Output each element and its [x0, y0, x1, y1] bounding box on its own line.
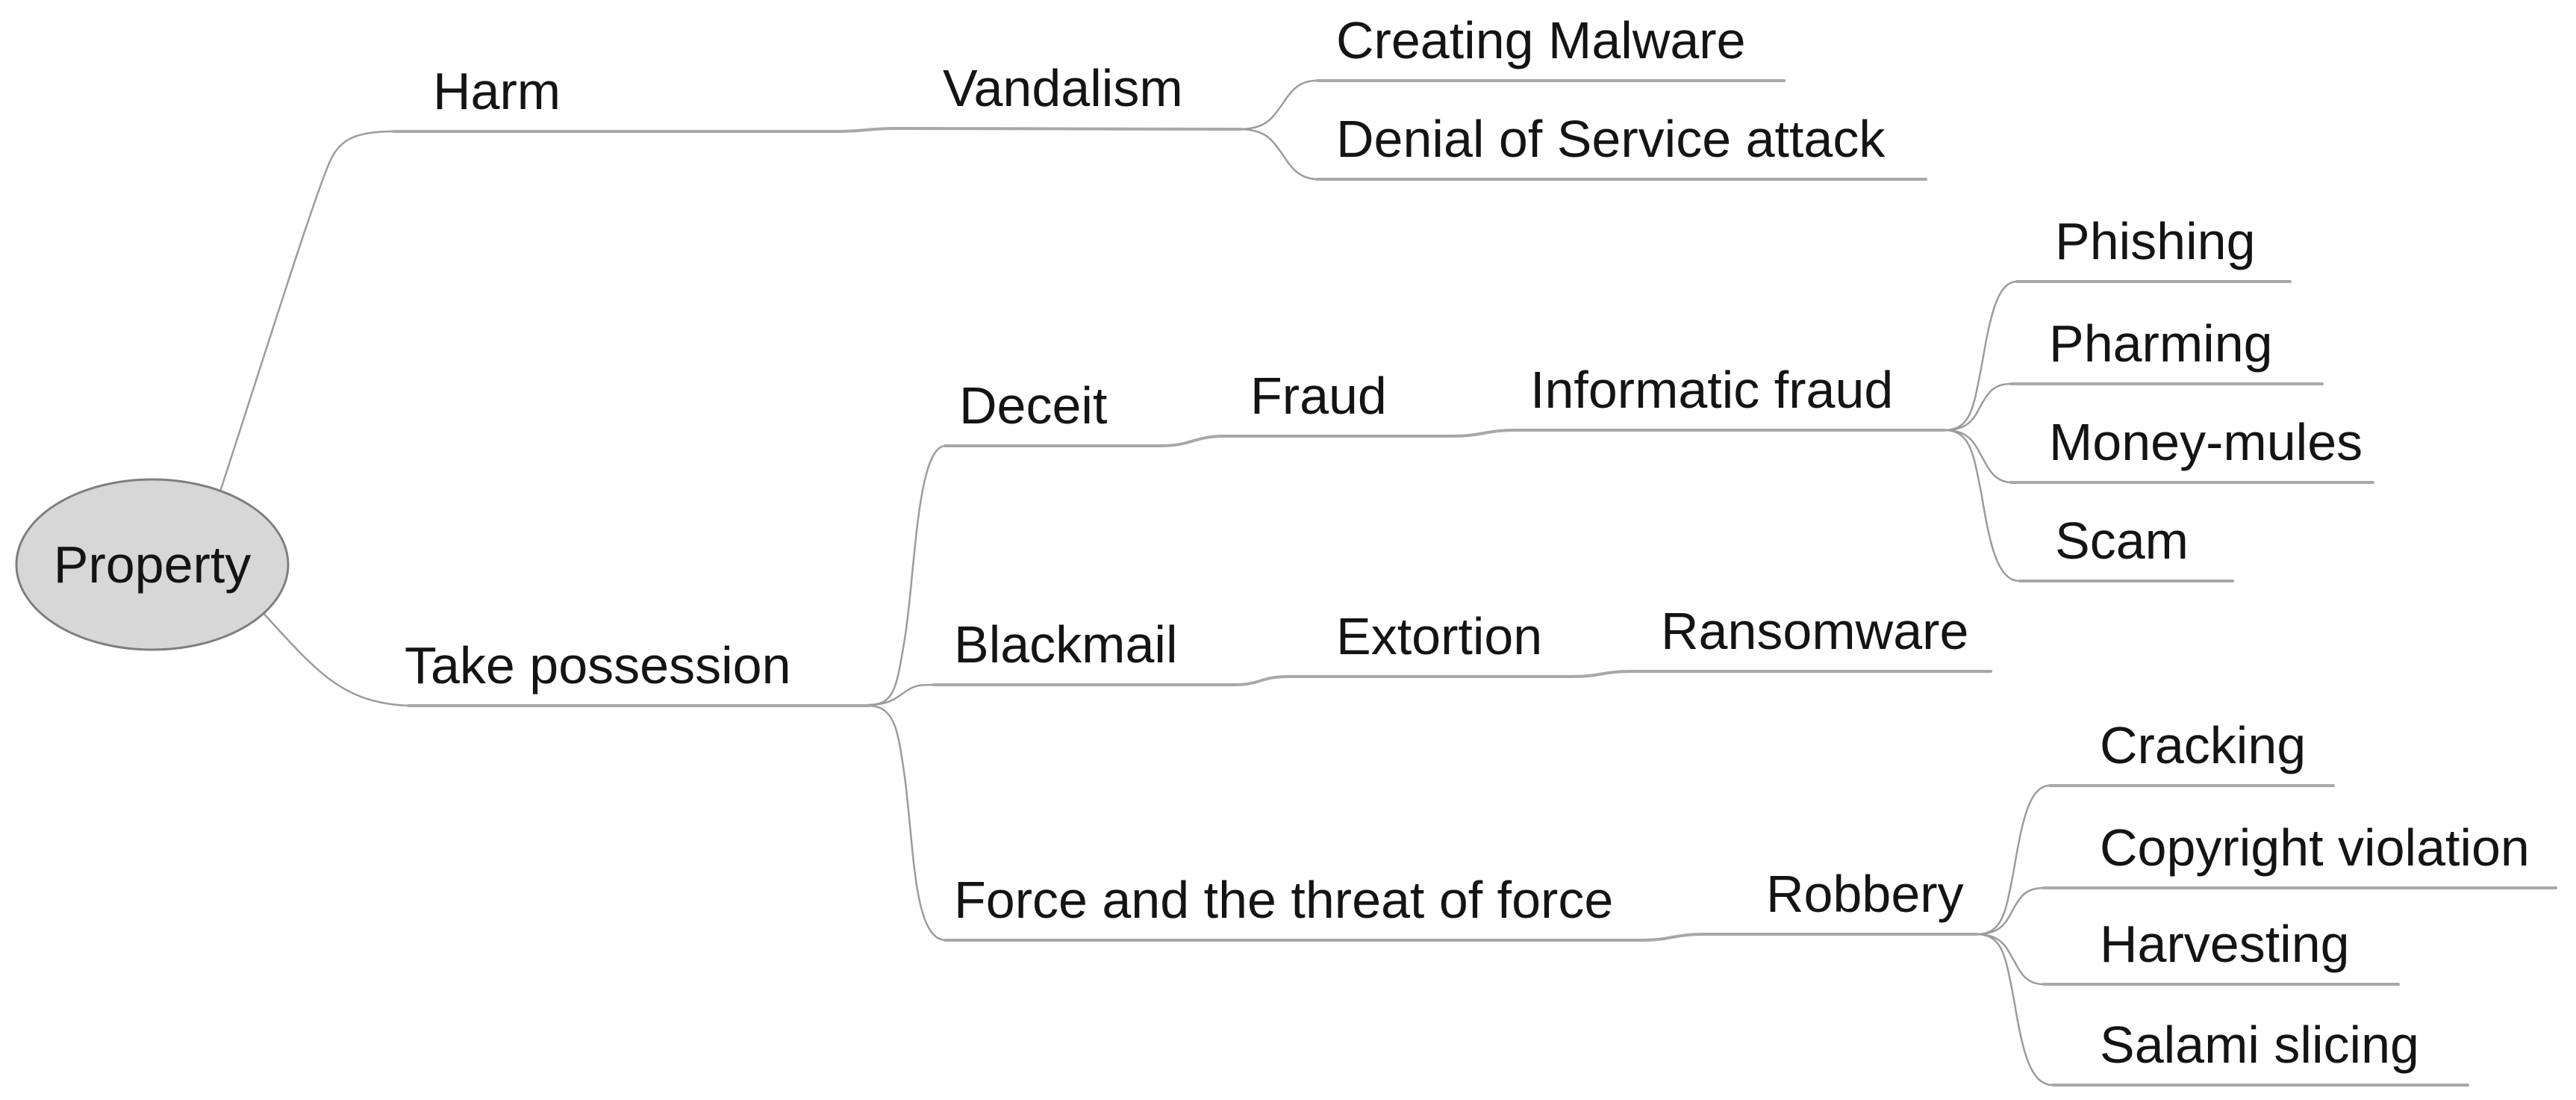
node-harvesting: Harvesting — [2100, 915, 2350, 973]
edge-property-harm — [219, 130, 395, 493]
edge-informatic-money-mules — [1943, 429, 2012, 484]
node-take-possession: Take possession — [405, 636, 791, 695]
node-blackmail: Blackmail — [954, 615, 1178, 674]
edge-informatic-pharming — [1943, 382, 2012, 432]
node-property: Property — [53, 535, 252, 594]
node-deceit: Deceit — [959, 376, 1108, 435]
edge-robbery-salami — [1975, 933, 2054, 1087]
node-ransomware: Ransomware — [1661, 602, 1969, 660]
underline-blackmail-extortion-ransomware — [932, 670, 1992, 686]
edge-take-possession-deceit — [867, 444, 946, 706]
edge-vandalism-creating-malware — [1239, 79, 1318, 131]
node-pharming: Pharming — [2049, 314, 2273, 373]
root-node-ellipse — [15, 478, 290, 651]
node-informatic-fraud: Informatic fraud — [1530, 361, 1894, 419]
node-denial-of-service-attack: Denial of Service attack — [1336, 110, 1886, 168]
edge-take-possession-blackmail — [867, 683, 935, 706]
underline-deceit-fraud-informatic — [944, 429, 1946, 447]
node-robbery: Robbery — [1766, 865, 1964, 923]
edge-robbery-harvesting — [1975, 933, 2045, 986]
node-money-mules: Money-mules — [2049, 413, 2363, 471]
edge-informatic-scam — [1943, 429, 2021, 582]
underline-harm-vandalism — [392, 126, 1242, 133]
node-scam: Scam — [2055, 512, 2189, 570]
edge-robbery-cracking — [1975, 784, 2051, 936]
node-harm: Harm — [433, 62, 561, 120]
node-creating-malware: Creating Malware — [1336, 11, 1746, 69]
edge-take-possession-force — [867, 704, 946, 942]
node-force-and-threat-of-force: Force and the threat of force — [954, 871, 1614, 929]
node-extortion: Extortion — [1336, 607, 1543, 665]
edge-informatic-phishing — [1943, 280, 2018, 432]
node-cracking: Cracking — [2100, 716, 2307, 774]
node-fraud: Fraud — [1250, 367, 1387, 425]
node-phishing: Phishing — [2055, 212, 2256, 270]
node-copyright-violation: Copyright violation — [2100, 818, 2530, 877]
edge-property-take-possession — [260, 609, 410, 707]
edge-vandalism-denial — [1239, 128, 1318, 181]
node-vandalism: Vandalism — [943, 59, 1183, 117]
edge-robbery-copyright — [1975, 886, 2045, 936]
underline-force-robbery — [944, 933, 1978, 942]
node-salami-slicing: Salami slicing — [2100, 1016, 2419, 1074]
